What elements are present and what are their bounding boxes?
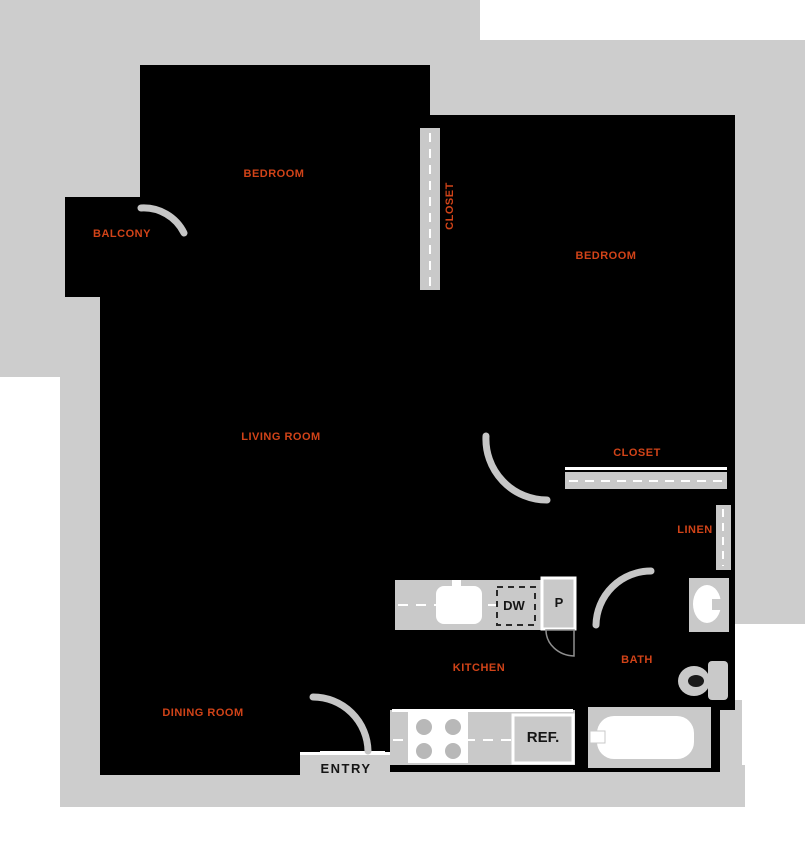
range-burners-icon (408, 712, 468, 763)
pantry-box (540, 576, 577, 631)
balcony-door-arc (137, 204, 188, 237)
bathroom-sink-vanity-icon (689, 578, 729, 632)
room-label-balcony: BALCONY (93, 228, 151, 240)
room-label-dining-room: DINING ROOM (162, 707, 244, 719)
room-label-kitchen: KITCHEN (452, 662, 506, 674)
room-label-living-room: LIVING ROOM (241, 431, 321, 443)
entry-threshold-line (320, 751, 385, 755)
pantry-label: P (554, 595, 564, 610)
floor-footprint (65, 65, 735, 775)
refrigerator-label: REF. (526, 729, 560, 746)
room-label-linen: LINEN (677, 524, 713, 536)
room-label-bedroom-right: BEDROOM (575, 250, 637, 262)
closet-right-rod (565, 467, 727, 489)
site-band (0, 0, 805, 807)
linen-closet-door (716, 505, 731, 570)
entry-label: ENTRY (320, 761, 372, 776)
kitchen-counter-lower (390, 709, 575, 765)
door-swing-arcs (137, 204, 655, 755)
toilet-icon (678, 661, 728, 700)
dishwasher-label: DW (503, 598, 525, 613)
room-label-bedroom-top: BEDROOM (243, 168, 305, 180)
entry-notch (300, 751, 390, 780)
room-label-closet-right: CLOSET (613, 447, 661, 459)
kitchen-sink-icon (436, 580, 482, 624)
kitchen-counter-upper (395, 576, 577, 657)
bath-door-arc (592, 567, 655, 629)
dishwasher-box (496, 586, 536, 626)
refrigerator-box (511, 713, 575, 765)
closet-top-sliding-door (420, 128, 440, 290)
room-label-bath: BATH (621, 654, 653, 666)
bathtub-icon (588, 707, 711, 768)
pantry-door-leaf-icon (545, 629, 575, 657)
room-label-closet-vertical: CLOSET (444, 182, 456, 230)
bedroom-right-door-arc (482, 432, 551, 504)
entry-door-arc (309, 693, 372, 755)
